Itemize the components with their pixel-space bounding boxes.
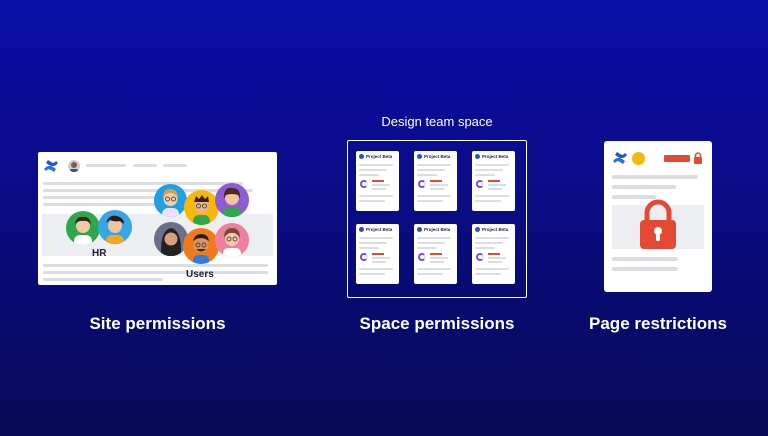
- space-page-card: Project Beta: [414, 151, 457, 211]
- page-restrictions-caption: Page restrictions: [589, 314, 727, 333]
- progress-ring-icon: [360, 253, 368, 261]
- space-page-card: Project Beta: [356, 224, 399, 284]
- padlock-icon: [694, 152, 702, 164]
- user-avatar-4: [154, 222, 188, 256]
- page-avatar-icon: [359, 227, 364, 232]
- confluence-logo-icon: [44, 160, 58, 172]
- card-title: Project Beta: [366, 227, 393, 232]
- hr-avatar-1: [66, 211, 100, 245]
- hr-group-label: HR: [92, 248, 107, 259]
- progress-ring-icon: [360, 180, 368, 188]
- page-avatar-icon: [417, 227, 422, 232]
- progress-ring-icon: [476, 180, 484, 188]
- user-avatar-1: [154, 184, 187, 217]
- card-title: Project Beta: [482, 227, 509, 232]
- page-avatar-icon: [359, 154, 364, 159]
- restriction-badge: [664, 155, 690, 162]
- user-avatar-2: [184, 190, 219, 225]
- status-dot: [632, 152, 645, 165]
- user-avatar-6: [215, 223, 249, 257]
- confluence-logo-icon: [613, 152, 627, 164]
- users-group-label: Users: [186, 269, 214, 280]
- user-avatar-5: [183, 228, 219, 264]
- progress-ring-icon: [476, 253, 484, 261]
- space-page-card: Project Beta: [472, 224, 515, 284]
- space-page-card: Project Beta: [414, 224, 457, 284]
- page-avatar-icon: [417, 154, 422, 159]
- large-padlock-icon: [640, 199, 676, 249]
- progress-ring-icon: [418, 253, 426, 261]
- user-avatar-icon: [68, 160, 80, 172]
- space-page-card: Project Beta: [472, 151, 515, 211]
- progress-ring-icon: [418, 180, 426, 188]
- restricted-page-illustration: [604, 141, 712, 292]
- space-page-card: Project Beta: [356, 151, 399, 211]
- card-title: Project Beta: [366, 154, 393, 159]
- space-title: Design team space: [381, 114, 493, 129]
- hr-avatar-2: [98, 210, 132, 244]
- page-avatar-icon: [475, 154, 480, 159]
- card-title: Project Beta: [424, 227, 451, 232]
- site-permissions-illustration: HR Users: [38, 152, 277, 285]
- site-permissions-caption: Site permissions: [89, 314, 226, 333]
- page-avatar-icon: [475, 227, 480, 232]
- user-avatar-3: [215, 183, 249, 217]
- card-title: Project Beta: [424, 154, 451, 159]
- card-title: Project Beta: [482, 154, 509, 159]
- space-permissions-caption: Space permissions: [359, 314, 515, 333]
